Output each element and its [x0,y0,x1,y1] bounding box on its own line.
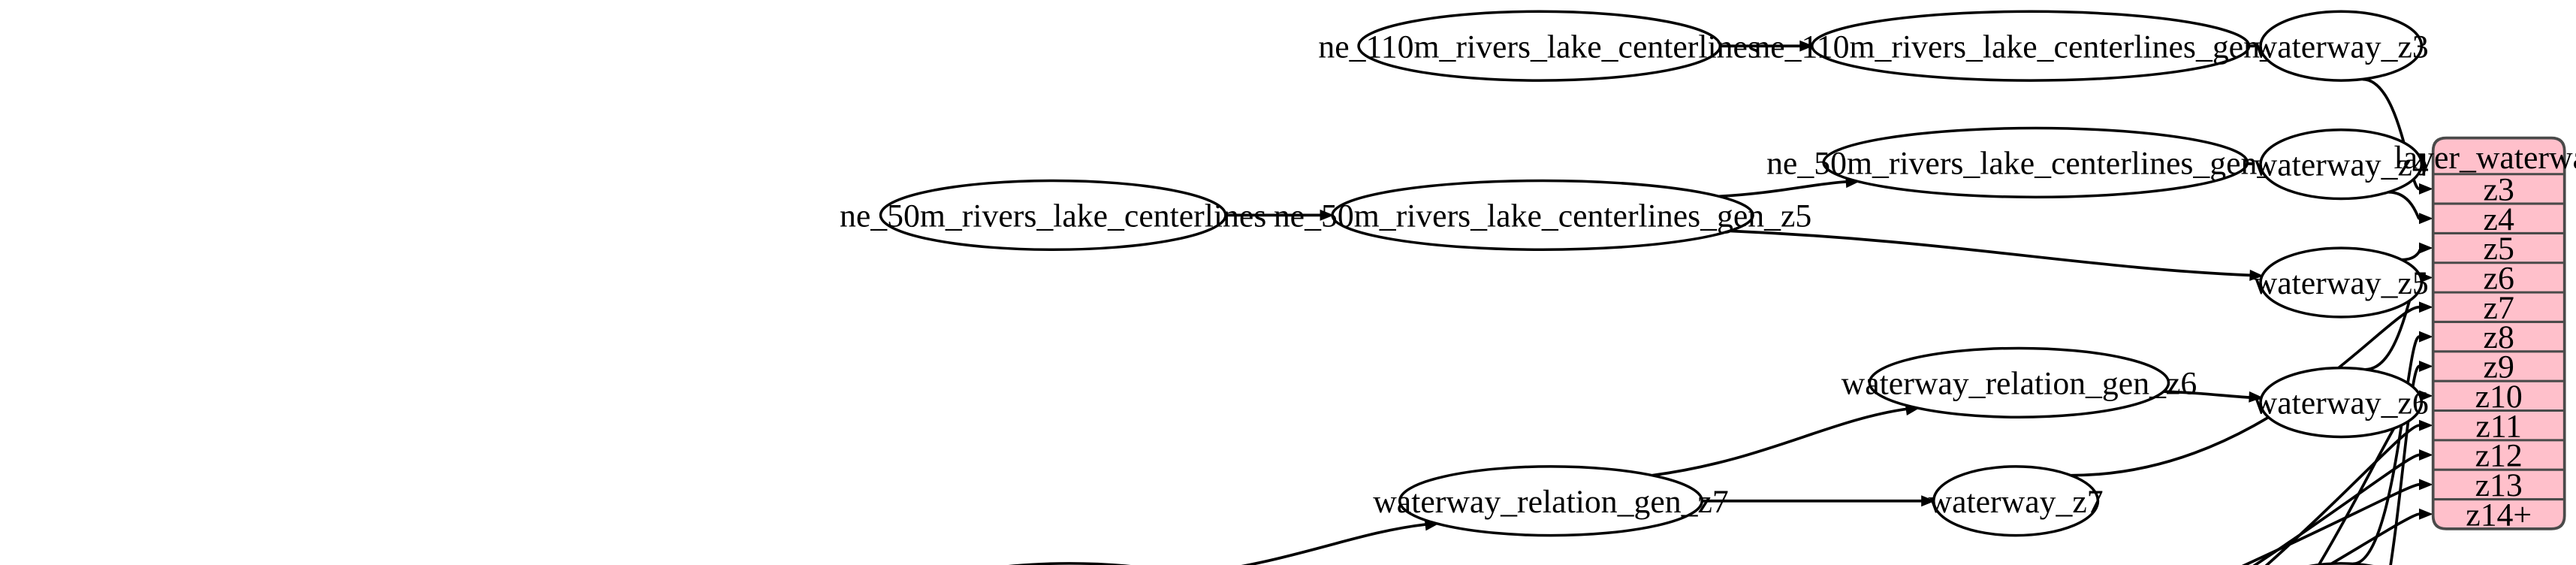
edge-line [2241,483,2420,565]
node-shape [1357,10,1722,82]
edge-line [2352,335,2421,565]
edge-arrowhead [2249,269,2264,281]
edge-layer [1225,40,2433,565]
edge-line [1241,523,1426,565]
edge-arrowhead [2418,331,2433,343]
node-shape [879,179,1227,252]
node-shape [1822,126,2249,199]
edge-line [2388,190,2421,220]
edge-waterway_z8-to-layer_waterway-z8 [2352,331,2433,565]
node-waterway_z5[interactable]: waterway_z5 [2254,246,2429,319]
edge-arrowhead [2418,449,2433,461]
edge-line [2163,390,2250,399]
edge-waterway_relation_gen_z6-to-waterway_z6 [2163,390,2264,403]
node-waterway_relation_gen_z6[interactable]: waterway_relation_gen_z6 [1842,346,2197,419]
edge-ne_50m_rivers_lake_centerlines_gen_z5-to-waterway_z5 [1729,229,2264,281]
node-shape [2259,366,2424,439]
edge-line [2401,246,2421,261]
edge-waterway_z14-to-layer_waterway-z14+ [2326,508,2433,565]
node-shape [1811,10,2251,82]
edge-waterway_relation_gen_z7-to-waterway_relation_gen_z6 [1651,404,1920,477]
edge-arrowhead [2418,479,2433,491]
edge-arrowhead [2418,213,2433,225]
node-waterway_z8[interactable]: waterway_z8 [2254,562,2429,565]
edge-waterway_relation_gen_z7-to-waterway_z7 [1702,495,1935,507]
edge-line [2326,512,2420,565]
edge-waterway_z13-to-layer_waterway-z13 [2241,479,2433,565]
edge-waterway_relation_gen_z8-to-waterway_relation_gen_z7 [1241,519,1440,565]
node-shape [2259,246,2424,319]
node-shape [2308,562,2374,565]
edge-ne_110m_rivers_lake_centerlines-to-ne_110m_rivers_lake_centerlines_gen_z3 [1720,40,1814,52]
edge-arrowhead [2418,301,2433,313]
edge-waterway_z11-to-layer_waterway-z11 [2264,419,2433,565]
node-shape [1398,465,1703,537]
node-layer: imposm3osm_waterway_relationosm_waterway… [840,10,2429,565]
node-ne_110m_rivers_lake_centerlines[interactable]: ne_110m_rivers_lake_centerlines [1318,10,1760,82]
node-waterway_relation_gen_z8[interactable]: waterway_relation_gen_z8 [891,562,1247,565]
edge-line [1729,229,2251,277]
node-waterway_z7[interactable]: waterway_z7 [1929,465,2104,537]
edge-arrowhead [2249,391,2264,403]
edge-line [2252,453,2420,565]
edge-arrowhead [2418,361,2433,372]
node-shape [1008,562,1131,565]
edge-arrowhead [2418,242,2433,254]
edge-arrowhead [1799,40,1814,52]
edge-line [2362,77,2421,191]
edge-waterway_z12-to-layer_waterway-z12 [2252,449,2433,565]
node-waterway_z3[interactable]: waterway_z3 [2254,10,2429,82]
edge-arrowhead [2418,508,2433,520]
edge-line [2264,424,2420,565]
node-shape [1932,465,2100,537]
edge-waterway_z4-to-layer_waterway-z4 [2388,190,2433,225]
node-ne_50m_rivers_lake_centerlines[interactable]: ne_50m_rivers_lake_centerlines [840,179,1266,252]
table-body [2431,136,2566,530]
node-ne_110m_rivers_lake_centerlines_gen_z3[interactable]: ne_110m_rivers_lake_centerlines_gen_z3 [1754,10,2307,82]
edge-arrowhead [2418,183,2433,195]
node-shape [1331,179,1754,252]
edge-arrowhead [2418,419,2433,431]
edge-line [1718,180,1848,198]
edge-arrowhead [1320,209,1335,221]
edge-line [1651,407,1908,477]
edge-waterway_z3-to-layer_waterway-z3 [2362,77,2433,195]
node-shape [1868,346,2170,419]
edge-arrowhead [1921,495,1935,507]
node-shape [2259,10,2424,82]
node-ne_50m_rivers_lake_centerlines_gen_z5[interactable]: ne_50m_rivers_lake_centerlines_gen_z5 [1274,179,1811,252]
edge-ne_50m_rivers_lake_centerlines_gen_z5-to-ne_50m_rivers_lake_centerlines_gen_z4 [1718,177,1860,198]
node-shape [2259,128,2424,201]
edge-ne_50m_rivers_lake_centerlines-to-ne_50m_rivers_lake_centerlines_gen_z5 [1225,209,1335,221]
edge-waterway_z5-to-layer_waterway-z5 [2401,242,2433,261]
